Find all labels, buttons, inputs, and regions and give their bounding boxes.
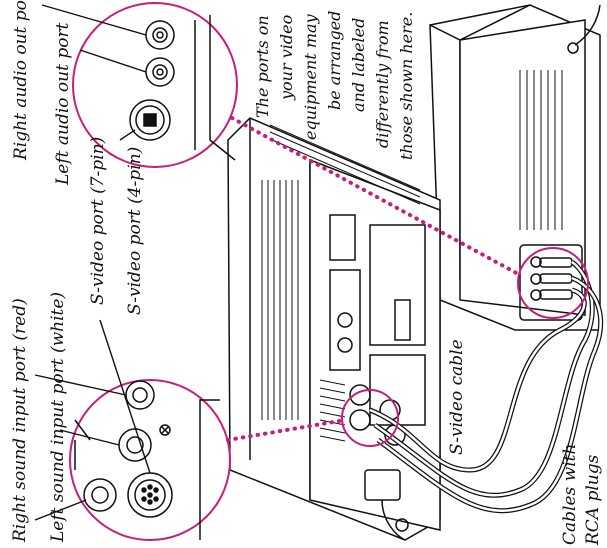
label-left-audio-out: Left audio out port	[53, 22, 73, 186]
label-svideo-cable: S-video cable	[447, 339, 467, 455]
computer	[227, 117, 441, 541]
label-cables-rca-1: Cables with	[560, 444, 580, 545]
note-line: your video	[277, 15, 296, 101]
label-svideo-4pin: S-video port (4-pin)	[125, 147, 145, 315]
label-cables-rca-2: RCA plugs	[583, 454, 603, 546]
label-left-sound-input: Left sound input port (white)	[48, 292, 68, 543]
cables	[369, 259, 604, 514]
equipment-note: The ports on your video equipment may be…	[253, 11, 416, 160]
dotted-leaders	[226, 116, 522, 442]
label-right-audio-out: Right audio out port	[11, 0, 31, 161]
label-right-sound-input: Right sound input port (red)	[10, 298, 30, 543]
note-line: The ports on	[253, 15, 272, 118]
note-line: and labeled	[349, 18, 368, 112]
port-labels: Right audio out port Left audio out port…	[10, 0, 603, 546]
callout-computer	[341, 389, 399, 447]
bottom-callout-contents	[74, 380, 220, 540]
label-svideo-7pin: S-video port (7-pin)	[88, 137, 108, 305]
leader-lines	[34, 4, 151, 521]
callout-equipment	[517, 247, 589, 319]
note-line: differently from	[373, 20, 392, 148]
note-line: be arranged	[325, 11, 344, 110]
top-callout-contents	[129, 15, 236, 161]
video-equipment	[429, 4, 601, 331]
note-line: equipment may	[301, 13, 320, 140]
note-line: those shown here.	[397, 12, 416, 160]
